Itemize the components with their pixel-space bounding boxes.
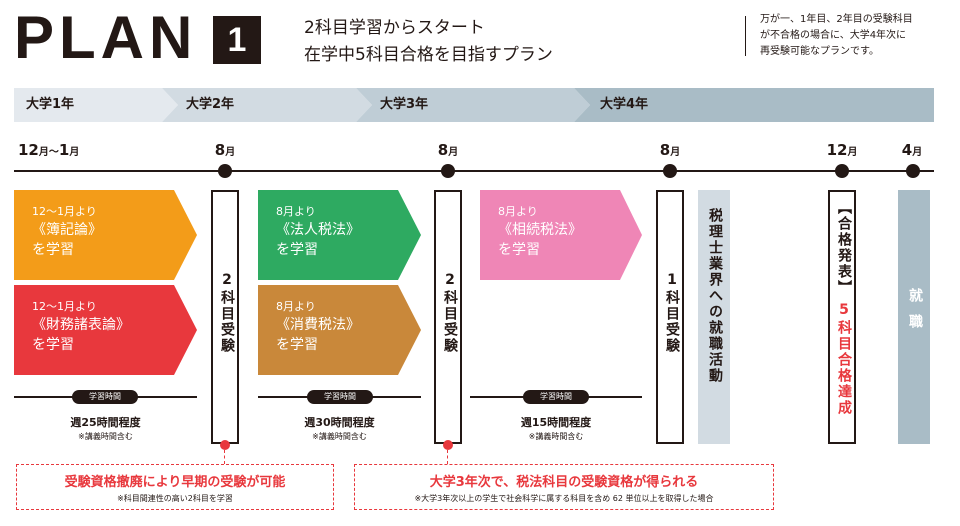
month-num: 4 — [901, 141, 913, 159]
timeline-dot — [441, 164, 455, 178]
subject-action: を学習 — [276, 242, 318, 258]
job-hunting-label: 税理士業界への就職活動 — [707, 208, 723, 384]
plan-subtitle-line2: 在学中5科目合格を目指すプラン — [304, 45, 553, 65]
study-hours-note: ※講義時間含む — [78, 432, 133, 441]
year-label-1: 大学1年 — [26, 97, 75, 112]
job-hunting-bar: 税理士業界への就職活動 — [698, 190, 730, 444]
subject-name: 《消費税法》 — [276, 317, 360, 333]
exam-box-1: 2科目受験 — [211, 190, 239, 444]
subject-arrow-boki: 12～1月より 《簿記論》 を学習 — [14, 190, 197, 280]
month-unit: 月 — [912, 147, 923, 158]
subject-arrow-shohi: 8月より 《消費税法》 を学習 — [258, 285, 421, 375]
month-num: 8 — [437, 141, 449, 159]
timeline-dot — [906, 164, 920, 178]
month-num: 12 — [826, 141, 848, 159]
result-bracket: 【合格発表】 — [836, 200, 852, 296]
month-unit: 月 — [847, 147, 858, 158]
timeline-label-aug-1: 8月 — [210, 141, 240, 159]
callout-connector — [447, 450, 448, 464]
subject-action: を学習 — [32, 242, 74, 258]
subject-name: 《法人税法》 — [276, 222, 360, 238]
month-num: 8 — [214, 141, 226, 159]
employment-bar: 就職 — [898, 190, 930, 444]
start-end: 1 — [58, 141, 70, 159]
year-label-4: 大学4年 — [600, 97, 649, 112]
subject-arrow-zaimu: 12～1月より 《財務諸表論》 を学習 — [14, 285, 197, 375]
exam-label: 2科目受験 — [219, 272, 235, 354]
year-band-3 — [356, 88, 590, 122]
subject-from: 12～1月より — [32, 300, 97, 313]
subject-from: 12～1月より — [32, 205, 97, 218]
callout-note: ※大学3年次以上の学生で社会科学に属する科目を含め 62 単位以上を取得した場合 — [414, 494, 714, 503]
subject-from: 8月より — [276, 205, 316, 218]
study-hours: 週15時間程度 — [520, 416, 592, 429]
subject-from: 8月より — [498, 205, 538, 218]
callout-title: 大学3年次で、税法科目の受験資格が得られる — [429, 475, 699, 490]
exam-label: 2科目受験 — [442, 272, 458, 354]
year-band-4 — [574, 88, 934, 122]
year-label-3: 大学3年 — [380, 97, 429, 112]
employment-label: 就職 — [907, 288, 923, 340]
callout-title: 受験資格撤廃により早期の受験が可能 — [64, 475, 286, 490]
start-unit: 月 — [69, 147, 80, 158]
study-hours: 週30時間程度 — [304, 416, 375, 429]
month-unit: 月 — [225, 147, 236, 158]
month-num: 8 — [659, 141, 671, 159]
year-band-2 — [162, 88, 372, 122]
callout-early-exam: 受験資格撤廃により早期の受験が可能 ※科目間連性の高い2科目を学習 — [16, 464, 334, 510]
study-tag: 学習時間 — [307, 390, 373, 404]
exam-box-3: 1科目受験 — [656, 190, 684, 444]
timeline-start-label: 12月～1月 — [18, 141, 79, 159]
callout-tax-qualification: 大学3年次で、税法科目の受験資格が得られる ※大学3年次以上の学生で社会科学に属… — [354, 464, 774, 510]
subject-arrow-hojin: 8月より 《法人税法》 を学習 — [258, 190, 421, 280]
start-month: 12 — [18, 141, 39, 159]
note-divider — [745, 16, 746, 56]
exam-label: 1科目受験 — [664, 272, 680, 354]
study-hours-note: ※講義時間含む — [312, 432, 367, 441]
callout-marker — [220, 440, 230, 450]
plan-note-line2: が不合格の場合に、大学4年次に — [760, 30, 907, 41]
plan-note: 万が一、1年目、2年目の受験科目 が不合格の場合に、大学4年次に 再受験可能なプ… — [760, 12, 950, 60]
year-band-1 — [14, 88, 178, 122]
result-box: 【合格発表】 5科目合格達成 — [828, 190, 856, 444]
exam-box-2: 2科目受験 — [434, 190, 462, 444]
month-unit: 月 — [670, 147, 681, 158]
timeline-dot — [218, 164, 232, 178]
timeline-label-aug-2: 8月 — [433, 141, 463, 159]
plan-note-line3: 再受験可能なプランです。 — [760, 46, 879, 57]
callout-marker — [443, 440, 453, 450]
callout-connector — [224, 450, 225, 464]
month-unit: 月 — [448, 147, 459, 158]
subject-name: 《相続税法》 — [498, 222, 582, 238]
subject-action: を学習 — [276, 337, 318, 353]
timeline-dot — [835, 164, 849, 178]
study-tag: 学習時間 — [72, 390, 138, 404]
plan-subtitle-line1: 2科目学習からスタート — [304, 18, 485, 38]
timeline-label-aug-3: 8月 — [655, 141, 685, 159]
plan-number-badge: 1 — [213, 16, 261, 64]
timeline-label-apr: 4月 — [897, 141, 927, 159]
subject-from: 8月より — [276, 300, 316, 313]
result-text: 5科目合格達成 — [836, 302, 852, 416]
year-band — [14, 88, 934, 122]
plan-title: PLAN — [14, 4, 198, 71]
study-tag: 学習時間 — [523, 390, 589, 404]
timeline-label-dec: 12月 — [822, 141, 862, 159]
study-hours-note: ※講義時間含む — [528, 432, 584, 441]
subject-arrow-sozoku: 8月より 《相続税法》 を学習 — [480, 190, 642, 280]
year-label-2: 大学2年 — [186, 97, 235, 112]
subject-action: を学習 — [32, 337, 74, 353]
subject-action: を学習 — [498, 242, 540, 258]
study-hours: 週25時間程度 — [70, 416, 141, 429]
timeline-axis — [14, 170, 934, 172]
start-mid: 月～ — [38, 147, 59, 158]
plan-note-line1: 万が一、1年目、2年目の受験科目 — [760, 14, 913, 25]
callout-note: ※科目間連性の高い2科目を学習 — [117, 494, 233, 503]
timeline-dot — [663, 164, 677, 178]
subject-name: 《財務諸表論》 — [32, 317, 130, 333]
subject-name: 《簿記論》 — [32, 222, 102, 238]
